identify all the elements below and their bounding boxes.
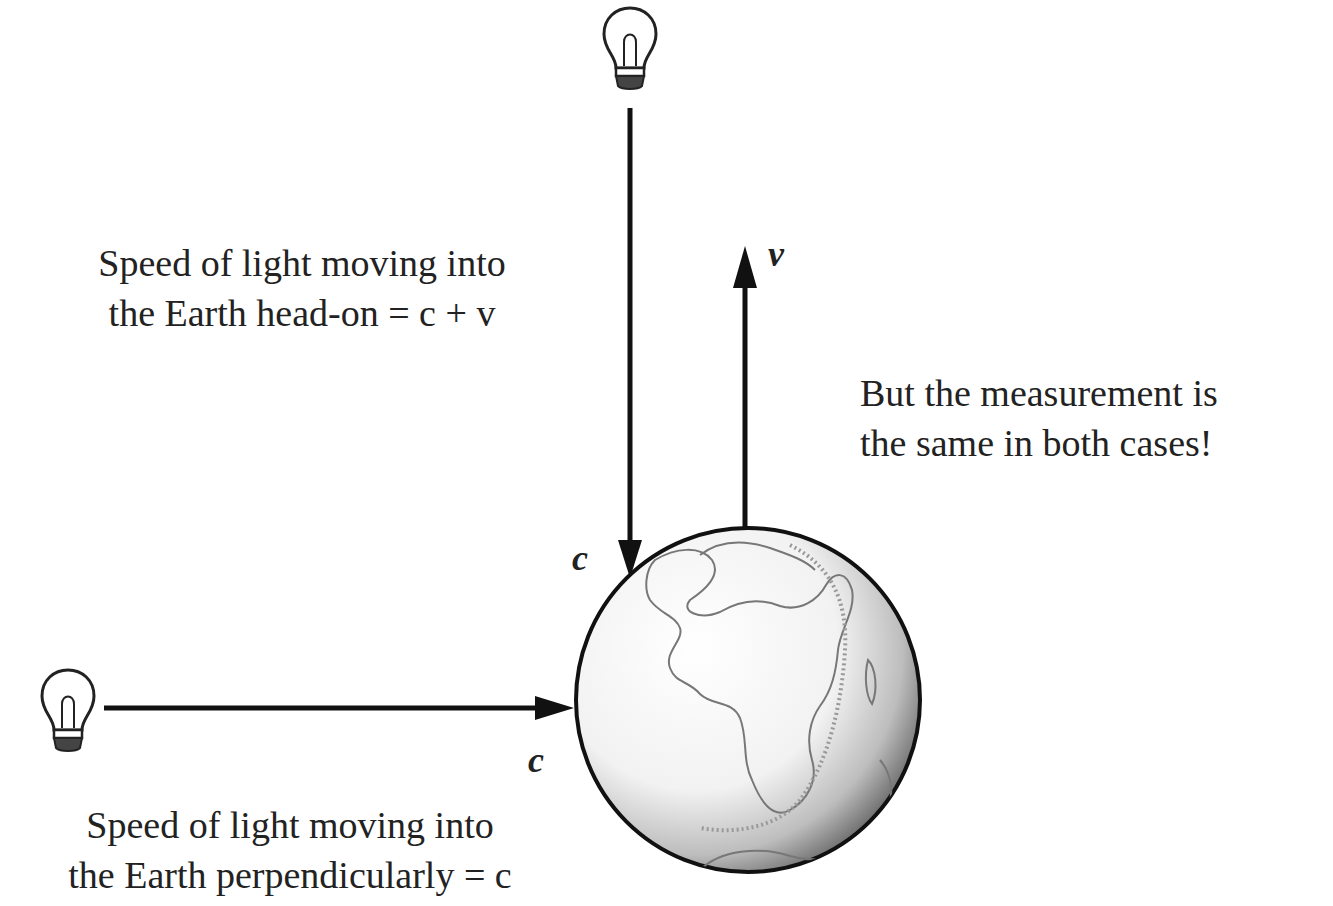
earth-globe [576,528,920,872]
velocity-symbol: v [768,236,784,272]
light-bulb [604,8,656,89]
caption-note: But the measurement is the same in both … [860,368,1252,468]
arrowhead [535,696,574,720]
caption-note: Speed of light moving into the Earth hea… [96,238,508,338]
light-ray [628,108,633,545]
arrowhead [733,246,757,288]
speed-symbol: c [528,742,544,778]
light-ray [104,706,540,711]
velocity-arrow [743,282,748,527]
light-bulb [42,670,94,751]
caption-note: Speed of light moving into the Earth per… [66,800,514,900]
speed-symbol: c [572,540,588,576]
